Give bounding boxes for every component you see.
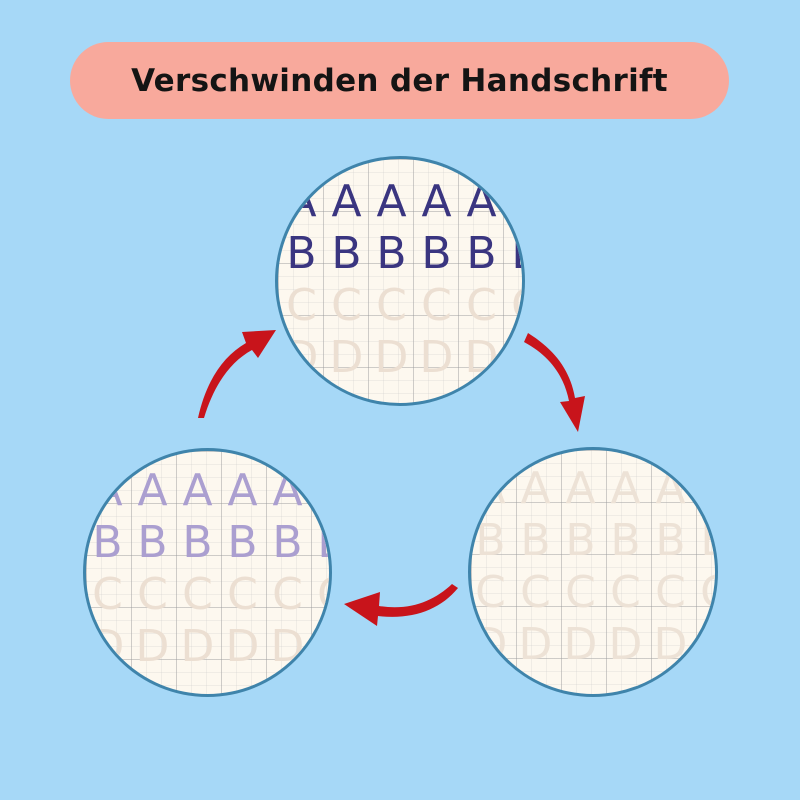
practice-letter: A [655,463,686,514]
practice-letter: D [90,621,125,672]
letter-row-d: DDDDDD [86,621,329,673]
practice-letter: C [310,569,329,621]
practice-letter: B [610,515,641,566]
practice-letter: D [693,619,715,671]
practice-letter: C [693,567,715,619]
practice-letter: D [653,619,688,670]
practice-letter: B [504,228,522,280]
practice-letter: D [225,621,260,672]
practice-letter: D [419,332,454,383]
practice-letter: D [329,332,364,383]
practice-letter: B [92,517,123,568]
letter-row-b: BBBBBB [278,228,522,280]
practice-letter: C [565,567,596,618]
practice-letter: C [92,569,123,620]
practice-letter: D [270,621,305,672]
practice-letter: C [610,567,641,618]
practice-letter: C [475,567,506,618]
practice-letter: A [520,463,551,514]
practice-letter: A [137,465,168,516]
practice-letter: A [227,465,258,516]
practice-letter: B [137,517,168,568]
practice-letter: A [376,176,407,227]
practice-letter: D [135,621,170,672]
letter-row-d: DDDDDD [278,332,522,384]
practice-letter: D [310,621,329,673]
letter-row-c: CCCCCC [471,567,715,619]
practice-letter: A [286,176,317,227]
arrow-left-to-top-icon [198,330,276,418]
practice-letter: C [421,280,452,331]
practice-letter: C [137,569,168,620]
practice-letter: D [608,619,643,670]
practice-letter: B [693,515,715,567]
practice-sheet-circle-dark: AAAAAABBBBBBCCCCCCDDDDDD [278,159,522,403]
practice-sheet-circle-light: AAAAAABBBBBBCCCCCCDDDDDD [86,451,329,694]
practice-letter: C [376,280,407,331]
arrow-top-to-right-icon [524,333,585,432]
practice-letter: D [374,332,409,383]
practice-letter: C [272,569,303,620]
practice-letter: A [475,463,506,514]
practice-letter: B [310,517,329,569]
practice-letter: A [466,176,497,227]
practice-letter: D [180,621,215,672]
practice-letter: D [563,619,598,670]
practice-letter: D [473,619,508,670]
practice-letter: A [182,465,213,516]
letter-row-b: BBBBBB [471,515,715,567]
practice-letter: C [520,567,551,618]
practice-letter: C [504,280,522,332]
page-title: Verschwinden der Handschrift [131,62,668,99]
practice-letter: C [182,569,213,620]
practice-letter: C [655,567,686,618]
letter-row-b: BBBBBB [86,517,329,569]
letter-row-c: CCCCCC [278,280,522,332]
title-banner: Verschwinden der Handschrift [70,42,729,119]
practice-letter: C [331,280,362,331]
practice-sheet-circle-faded: AAAAAABBBBBBCCCCCCDDDDDD [471,450,715,694]
practice-letter: A [310,465,329,517]
practice-letter: B [376,228,407,279]
practice-letter: B [331,228,362,279]
practice-letter: B [421,228,452,279]
practice-letter: D [464,332,499,383]
letter-row-a: AAAAAA [278,176,522,228]
arrow-right-to-left-icon [344,584,458,626]
practice-letter: B [520,515,551,566]
letter-row-d: DDDDDD [471,619,715,671]
practice-letter: A [565,463,596,514]
letter-row-a: AAAAAA [86,465,329,517]
practice-letter: D [504,332,522,384]
practice-letter: A [272,465,303,516]
practice-letter: B [475,515,506,566]
practice-letter: B [565,515,596,566]
practice-letter: B [227,517,258,568]
practice-letter: C [466,280,497,331]
practice-letter: B [655,515,686,566]
practice-letter: B [272,517,303,568]
practice-letter: A [610,463,641,514]
practice-letter: A [331,176,362,227]
practice-letter: C [286,280,317,331]
practice-letter: C [227,569,258,620]
letter-row-c: CCCCCC [86,569,329,621]
practice-letter: B [466,228,497,279]
practice-letter: A [92,465,123,516]
practice-letter: B [182,517,213,568]
practice-letter: A [421,176,452,227]
letter-row-a: AAAAAA [471,463,715,515]
practice-letter: A [504,176,522,228]
practice-letter: A [693,463,715,515]
practice-letter: B [286,228,317,279]
practice-letter: D [518,619,553,670]
practice-letter: D [284,332,319,383]
